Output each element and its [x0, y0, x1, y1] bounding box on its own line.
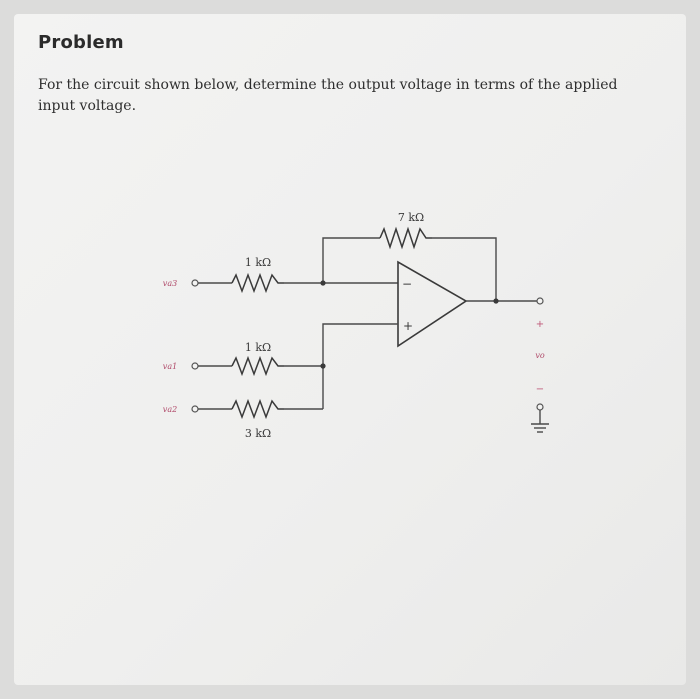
problem-page: Problem For the circuit shown below, det… [14, 14, 686, 685]
ground-icon [531, 410, 549, 433]
resistor-va1-label: 1 kΩ [245, 341, 271, 354]
output-junction-node [493, 298, 499, 304]
input-label-va3: va3 [163, 279, 177, 288]
resistor-va2-label: 3 kΩ [245, 427, 271, 440]
op-amp-inverting-sign: − [402, 277, 412, 291]
op-amp-noninverting-sign: + [403, 319, 413, 333]
noninverting-junction-node [320, 363, 326, 369]
resistor-feedback [379, 226, 432, 250]
resistor-va1 [231, 355, 284, 377]
terminal-va1 [191, 362, 199, 370]
problem-statement: For the circuit shown below, determine t… [38, 77, 618, 114]
problem-title: Problem [38, 32, 124, 53]
feedback-wire-right [432, 237, 497, 301]
input-label-va2: va2 [163, 405, 177, 414]
input-label-va1: va1 [163, 362, 177, 371]
terminal-va3 [191, 279, 199, 287]
output-minus-sign: − [536, 384, 544, 395]
output-terminal [536, 297, 544, 305]
output-voltage-label: vo [535, 351, 545, 360]
feedback-resistor-label: 7 kΩ [398, 211, 424, 224]
resistor-va3-label: 1 kΩ [245, 256, 271, 269]
terminal-va2 [191, 405, 199, 413]
output-plus-sign: + [536, 319, 544, 330]
noninverting-wire [322, 323, 398, 409]
op-amp-triangle [397, 260, 468, 348]
resistor-va2 [231, 398, 284, 420]
feedback-wire-left [322, 237, 380, 283]
ground-terminal [536, 403, 544, 411]
inverting-junction-node [320, 280, 326, 286]
resistor-va3 [231, 272, 284, 294]
